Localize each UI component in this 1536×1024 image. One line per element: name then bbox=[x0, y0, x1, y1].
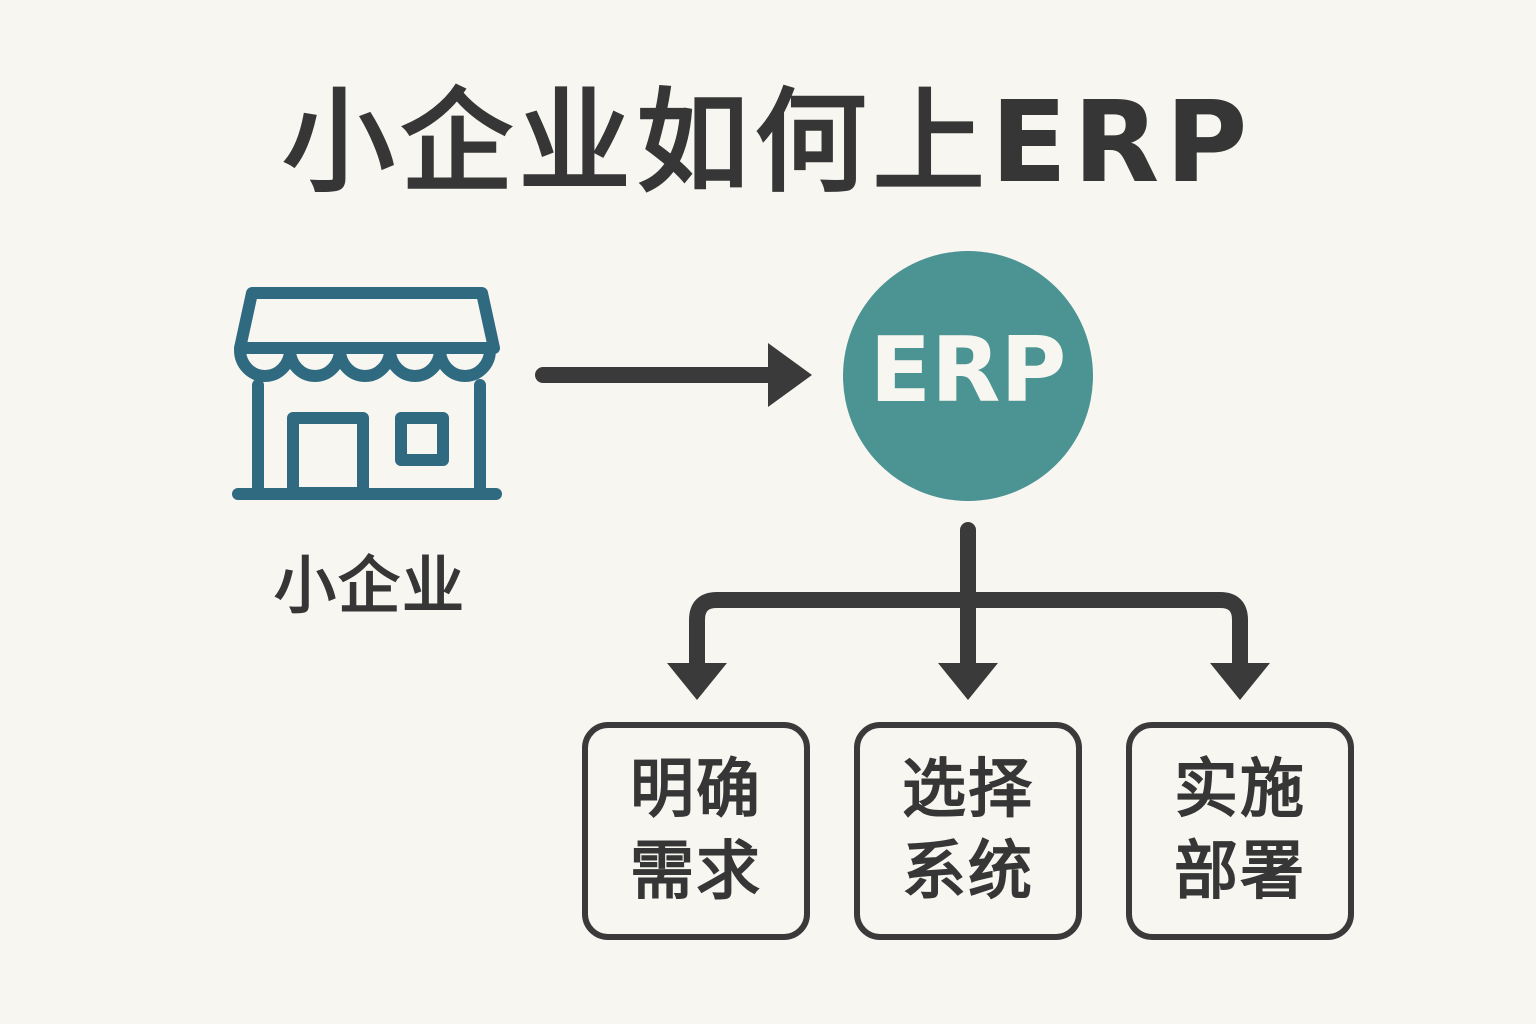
step-box-select-system: 选择 系统 bbox=[854, 722, 1082, 940]
step-label-line1: 选择 bbox=[902, 753, 1034, 827]
arrow-head-step-3 bbox=[1210, 663, 1270, 700]
step-box-implement-deploy: 实施 部署 bbox=[1126, 722, 1354, 940]
storefront-icon bbox=[232, 287, 502, 500]
branch-arrows bbox=[689, 522, 1248, 676]
step-label-line2: 部署 bbox=[1174, 835, 1306, 909]
step-box-define-requirements: 明确 需求 bbox=[582, 722, 810, 940]
arrow-head-step-2 bbox=[938, 663, 998, 700]
arrow-head-step-1 bbox=[667, 663, 727, 700]
arrow-to-erp bbox=[535, 343, 812, 407]
step-label-line2: 系统 bbox=[902, 835, 1034, 909]
erp-label: ERP bbox=[869, 318, 1067, 423]
step-label-line2: 需求 bbox=[630, 835, 762, 909]
step-label-line1: 明确 bbox=[630, 753, 762, 827]
small-business-label: 小企业 bbox=[273, 549, 466, 622]
step-label-line1: 实施 bbox=[1174, 753, 1306, 827]
page-title: 小企业如何上ERP bbox=[282, 78, 1254, 208]
erp-circle bbox=[843, 251, 1093, 501]
